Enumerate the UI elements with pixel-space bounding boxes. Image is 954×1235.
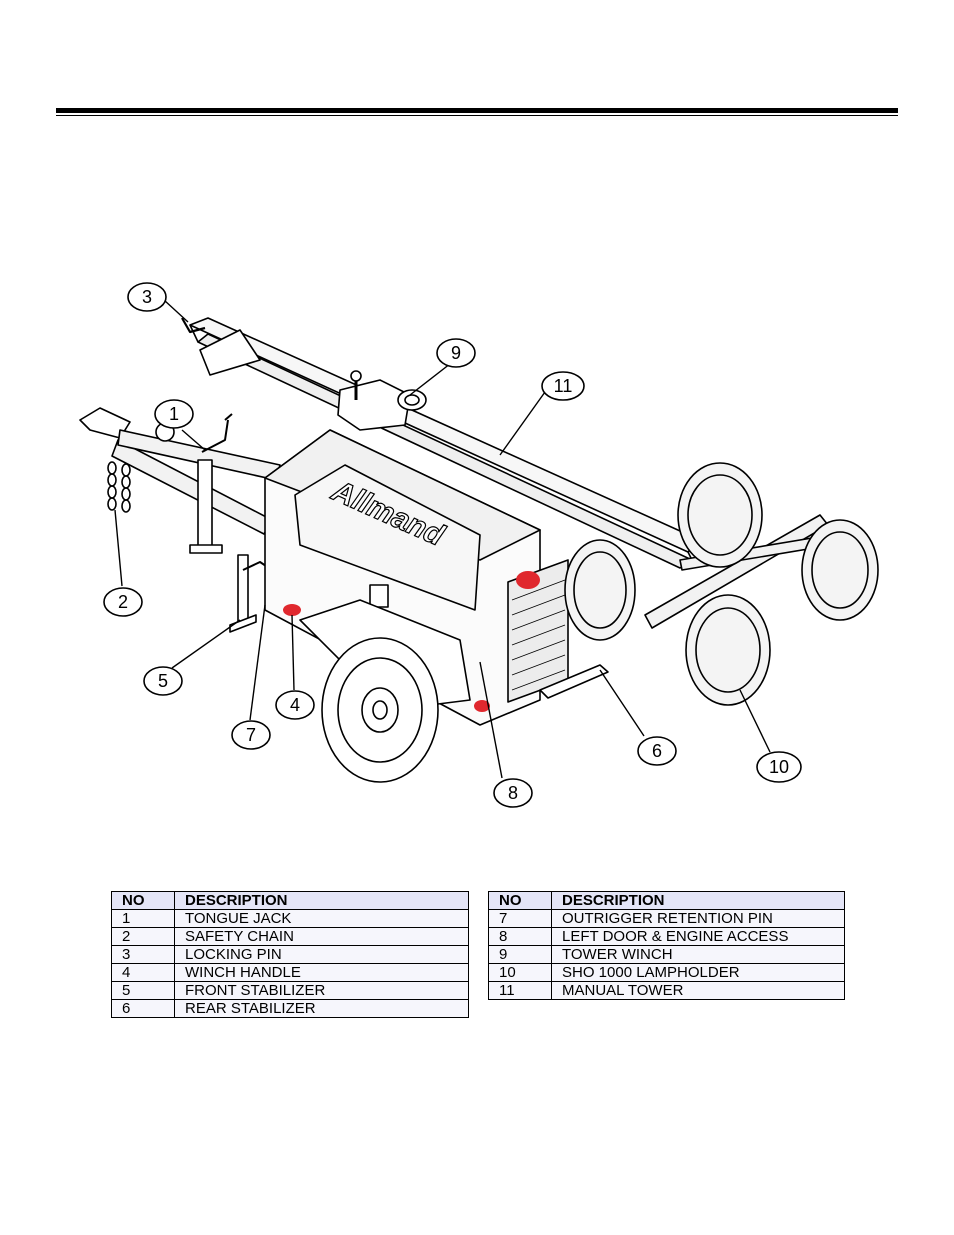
cell-description: FRONT STABILIZER — [174, 981, 469, 1000]
callout-balloon — [231, 720, 271, 750]
light-tower-diagram: Allmand 3 9 11 1 2 5 4 7 6 10 — [79, 282, 879, 808]
cell-no: 1 — [111, 909, 175, 928]
callout-label: 4 — [290, 695, 300, 715]
callout-balloons: 3 9 11 1 2 5 4 7 6 10 8 — [103, 282, 802, 808]
callout-label: 6 — [652, 741, 662, 761]
callout-label: 5 — [158, 671, 168, 691]
callout-balloon — [275, 690, 315, 720]
cell-no: 6 — [111, 999, 175, 1018]
locking-pin — [181, 317, 206, 334]
header-rule-thin — [56, 115, 898, 116]
engine-enclosure — [264, 429, 569, 726]
callout-balloon — [637, 736, 677, 766]
reflector — [516, 571, 540, 589]
callout-label: 9 — [451, 343, 461, 363]
callout-balloon — [436, 338, 476, 368]
callout-label: 1 — [169, 404, 179, 424]
cell-description: MANUAL TOWER — [551, 981, 845, 1000]
lampholders — [564, 462, 879, 706]
callout-label: 11 — [554, 376, 573, 396]
cell-description: TONGUE JACK — [174, 909, 469, 928]
column-header-description: DESCRIPTION — [551, 891, 845, 910]
table-row: 2 SAFETY CHAIN — [111, 927, 469, 946]
callout-balloon — [127, 282, 167, 312]
reflector — [474, 700, 490, 712]
callout-label: 7 — [246, 725, 256, 745]
cell-description: SAFETY CHAIN — [174, 927, 469, 946]
cell-no: 9 — [488, 945, 552, 964]
table-row: 1 TONGUE JACK — [111, 909, 469, 928]
header-rule-thick — [56, 108, 898, 113]
parts-table-right: NO DESCRIPTION 7 OUTRIGGER RETENTION PIN… — [488, 891, 845, 1000]
callout-label: 10 — [769, 757, 789, 777]
cell-description: TOWER WINCH — [551, 945, 845, 964]
parts-table-left: NO DESCRIPTION 1 TONGUE JACK 2 SAFETY CH… — [111, 891, 469, 1018]
callout-balloon — [103, 587, 143, 617]
rear-stabilizer — [539, 664, 609, 699]
table-row: 9 TOWER WINCH — [488, 945, 845, 964]
cell-no: 5 — [111, 981, 175, 1000]
cell-no: 10 — [488, 963, 552, 982]
tongue-jack — [189, 413, 233, 554]
callout-balloon — [493, 778, 533, 808]
safety-chain — [107, 461, 131, 513]
column-header-no: NO — [111, 891, 175, 910]
table-row: 10 SHO 1000 LAMPHOLDER — [488, 963, 845, 982]
callout-label: 8 — [508, 783, 518, 803]
cell-no: 4 — [111, 963, 175, 982]
cell-no: 3 — [111, 945, 175, 964]
table-row: 6 REAR STABILIZER — [111, 999, 469, 1018]
callout-label: 2 — [118, 592, 128, 612]
table-row: 8 LEFT DOOR & ENGINE ACCESS — [488, 927, 845, 946]
cell-description: REAR STABILIZER — [174, 999, 469, 1018]
callout-label: 3 — [142, 287, 152, 307]
table-row: 4 WINCH HANDLE — [111, 963, 469, 982]
cell-description: LOCKING PIN — [174, 945, 469, 964]
cell-description: WINCH HANDLE — [174, 963, 469, 982]
table-header-row: NO DESCRIPTION — [488, 891, 845, 910]
callout-balloon — [143, 666, 183, 696]
callout-balloon — [756, 751, 802, 783]
manual-tower — [189, 317, 701, 569]
table-row: 5 FRONT STABILIZER — [111, 981, 469, 1000]
table-header-row: NO DESCRIPTION — [111, 891, 469, 910]
reflector — [283, 604, 301, 616]
cell-no: 11 — [488, 981, 552, 1000]
cell-description: OUTRIGGER RETENTION PIN — [551, 909, 845, 928]
column-header-description: DESCRIPTION — [174, 891, 469, 910]
cell-description: LEFT DOOR & ENGINE ACCESS — [551, 927, 845, 946]
callout-balloon — [154, 399, 194, 429]
cell-no: 2 — [111, 927, 175, 946]
table-row: 3 LOCKING PIN — [111, 945, 469, 964]
cell-description: SHO 1000 LAMPHOLDER — [551, 963, 845, 982]
column-header-no: NO — [488, 891, 552, 910]
table-row: 11 MANUAL TOWER — [488, 981, 845, 1000]
callout-leaders — [114, 299, 771, 779]
cell-no: 8 — [488, 927, 552, 946]
cell-no: 7 — [488, 909, 552, 928]
callout-balloon — [541, 371, 585, 401]
tower-winch — [337, 370, 427, 431]
front-stabilizer — [229, 554, 267, 633]
wheel — [299, 599, 471, 783]
table-row: 7 OUTRIGGER RETENTION PIN — [488, 909, 845, 928]
